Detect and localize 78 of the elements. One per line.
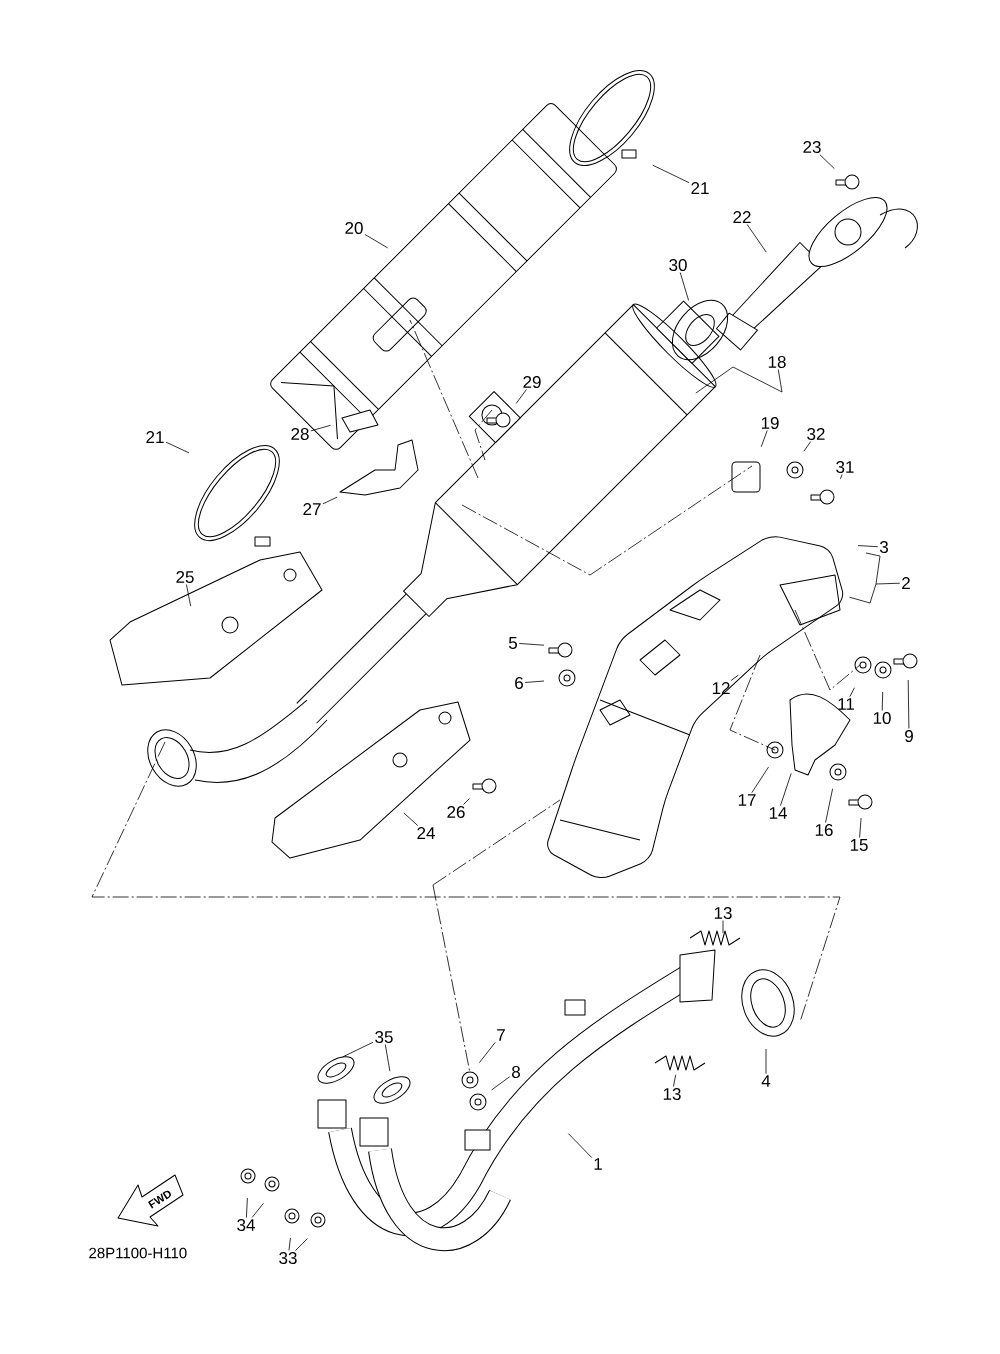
callout-number: 33	[279, 1252, 297, 1265]
callout-number: 23	[803, 141, 821, 154]
leader-line	[310, 424, 331, 432]
callout-number: 3	[879, 541, 888, 554]
leader-line	[165, 441, 190, 454]
leader-line	[673, 1074, 677, 1087]
callout-number: 11	[838, 698, 854, 710]
leader-line	[463, 798, 470, 805]
leader-line	[568, 1133, 593, 1158]
drawing-number: 28P1100-H110	[89, 1247, 187, 1259]
callout-number: 12	[712, 682, 730, 694]
callout-number: 25	[176, 571, 194, 584]
leader-line	[288, 1237, 291, 1251]
callout-number: 5	[508, 637, 517, 649]
leader-line	[825, 788, 833, 823]
leader-line	[246, 1197, 248, 1218]
leader-line	[403, 812, 419, 826]
callout-number: 13	[714, 907, 732, 920]
callout-number: 18	[768, 356, 786, 369]
leader-line	[881, 691, 884, 711]
leader-line	[679, 272, 689, 301]
callout-number: 26	[447, 806, 465, 819]
leader-line	[295, 1238, 308, 1251]
leader-line	[518, 643, 545, 646]
callout-number: 6	[515, 677, 523, 690]
callout-number: 8	[512, 1066, 520, 1079]
leader-line	[186, 584, 192, 607]
callout-number: 2	[902, 577, 910, 589]
callout-number: 24	[417, 827, 435, 839]
callout-number: 9	[905, 730, 913, 743]
leader-line	[857, 545, 879, 548]
leader-line	[730, 674, 739, 681]
leader-line	[364, 234, 389, 249]
callout-number: 19	[761, 417, 779, 430]
callout-number: 1	[594, 1158, 602, 1170]
leader-line	[722, 920, 724, 934]
leader-line	[849, 552, 901, 604]
leader-line	[479, 1041, 496, 1063]
callout-number: 27	[303, 503, 321, 515]
leader-line	[849, 687, 855, 698]
callout-number: 28	[291, 428, 309, 441]
callout-number: 20	[345, 222, 363, 235]
callout-number: 4	[761, 1075, 771, 1087]
leader-line	[491, 1076, 511, 1091]
callout-number: 30	[669, 259, 687, 272]
leader-line	[746, 224, 767, 253]
callout-number: 31	[836, 461, 854, 474]
leader-line	[342, 1041, 374, 1058]
callout-number: 15	[850, 839, 868, 851]
leader-line	[819, 154, 835, 170]
leader-line	[524, 680, 545, 683]
callout-number: 7	[497, 1029, 505, 1041]
leader-line	[515, 389, 527, 404]
callout-number: 32	[807, 428, 825, 441]
leader-line	[765, 1048, 767, 1075]
callout-number: 17	[738, 794, 756, 806]
callout-number: 14	[769, 807, 787, 819]
leader-line	[907, 679, 910, 729]
callout-number: 16	[815, 824, 833, 837]
callout-number: 21	[146, 431, 164, 443]
leader-line	[803, 441, 812, 452]
leader-line	[251, 1202, 264, 1218]
callout-number: 21	[691, 182, 709, 194]
leader-line	[384, 1044, 391, 1072]
leader-line	[695, 366, 783, 394]
callout-number: 35	[375, 1031, 393, 1044]
leader-line	[652, 164, 690, 184]
leader-line	[840, 474, 843, 480]
callout-number: 13	[663, 1088, 681, 1101]
leader-line	[751, 766, 769, 794]
callout-number: 29	[523, 376, 541, 389]
leader-line	[780, 773, 792, 807]
callout-number: 22	[733, 211, 751, 223]
callout-number: 34	[237, 1219, 255, 1232]
leader-line	[859, 817, 862, 838]
leader-line	[760, 430, 768, 448]
callout-number: 10	[873, 712, 891, 725]
leader-line	[322, 496, 338, 505]
